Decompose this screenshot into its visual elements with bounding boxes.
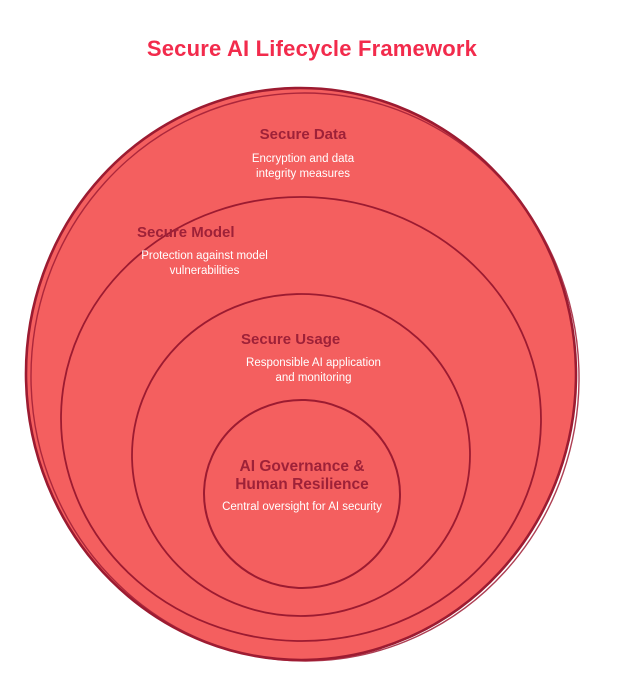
secure-usage-heading: Secure Usage (241, 331, 341, 348)
ring-sketch-outline (30, 92, 580, 662)
ring-ai-governance (203, 398, 401, 590)
ai-governance-heading: AI Governance & Human Resilience (235, 458, 369, 493)
label-ai-governance: AI Governance & Human Resilience Central… (222, 458, 382, 515)
diagram-title: Secure AI Lifecycle Framework (146, 36, 478, 61)
secure-model-heading: Secure Model (137, 224, 235, 241)
secure-data-heading: Secure Data (259, 126, 347, 143)
label-secure-usage: Secure Usage Responsible AI application … (241, 331, 386, 386)
secure-usage-description: Responsible AI application and monitorin… (246, 357, 381, 384)
label-secure-data: Secure Data Encryption and data integrit… (233, 126, 373, 182)
secure-data-description: Encryption and data integrity measures (251, 153, 355, 180)
label-secure-model: Secure Model Protection against model vu… (137, 224, 272, 279)
ai-governance-description: Central oversight for AI security (222, 501, 382, 513)
secure-model-description: Protection against model vulnerabilities (141, 250, 268, 277)
